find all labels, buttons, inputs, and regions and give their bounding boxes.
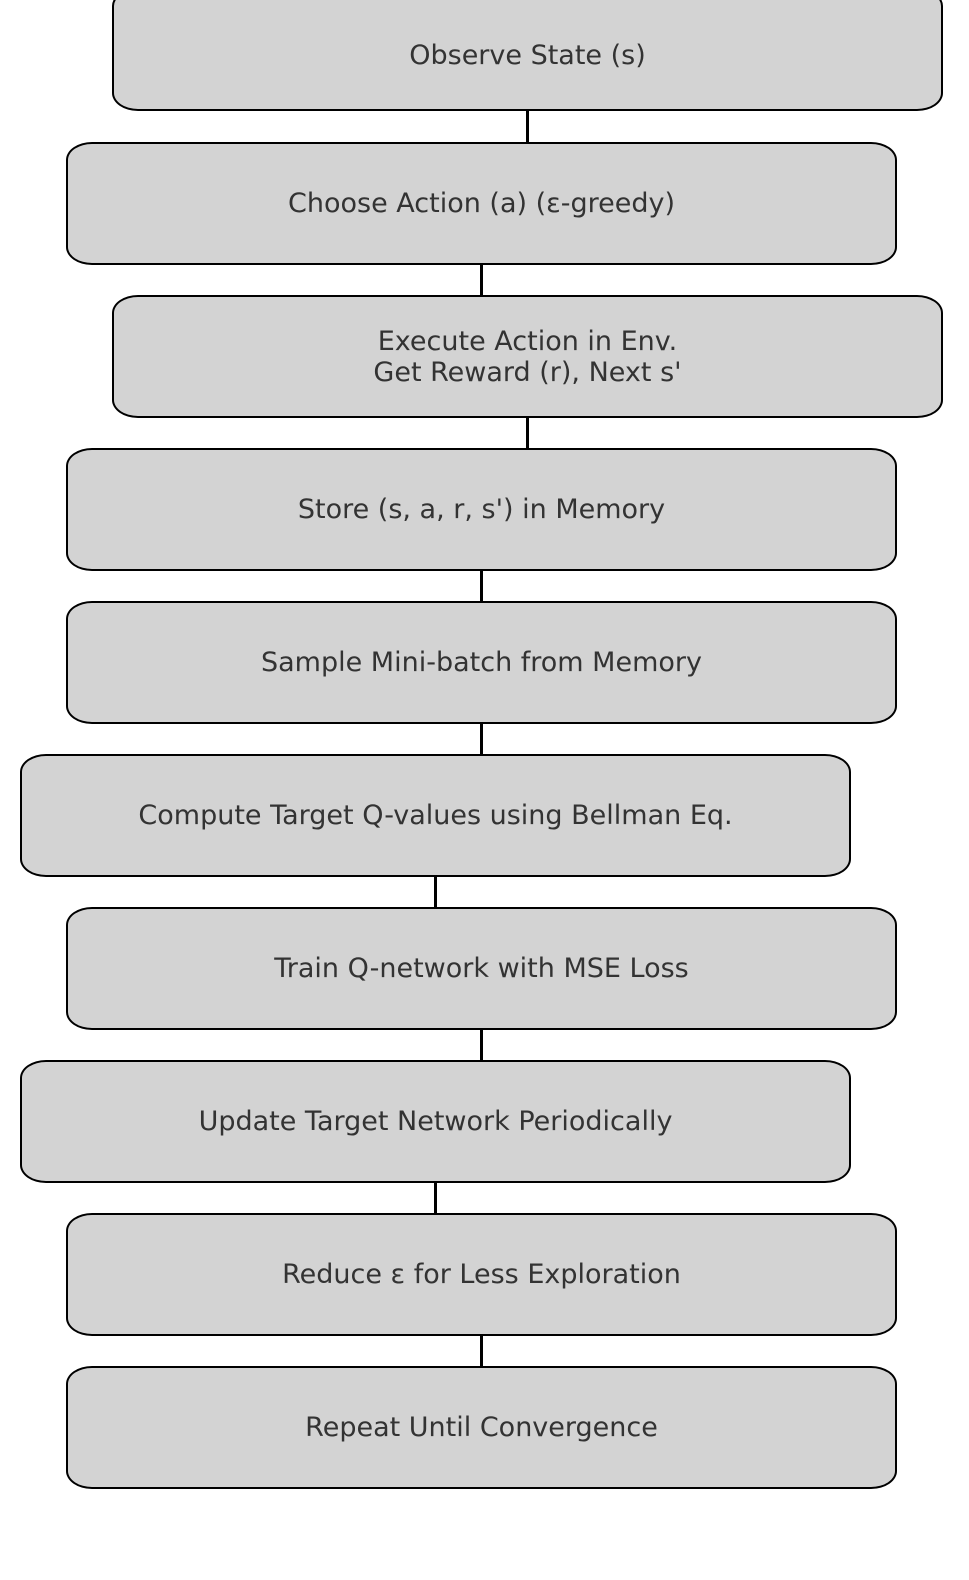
step-repeat-until-convergence: Repeat Until Convergence bbox=[66, 1366, 897, 1489]
step-label: Execute Action in Env. Get Reward (r), N… bbox=[373, 326, 681, 388]
step-label: Update Target Network Periodically bbox=[199, 1106, 673, 1137]
step-label: Observe State (s) bbox=[409, 40, 646, 71]
step-train-qnetwork: Train Q-network with MSE Loss bbox=[66, 907, 897, 1030]
step-execute-action: Execute Action in Env. Get Reward (r), N… bbox=[112, 295, 943, 418]
step-label-line: Get Reward (r), Next s' bbox=[373, 356, 682, 388]
step-store-memory: Store (s, a, r, s') in Memory bbox=[66, 448, 897, 571]
step-label-line: Update Target Network Periodically bbox=[198, 1106, 673, 1137]
connector-train-to-update bbox=[480, 1020, 483, 1062]
step-label: Store (s, a, r, s') in Memory bbox=[298, 494, 665, 525]
step-label-line: Choose Action (a) (ε-greedy) bbox=[288, 188, 675, 219]
step-observe-state: Observe State (s) bbox=[112, 0, 943, 111]
step-label: Reduce ε for Less Exploration bbox=[282, 1259, 681, 1290]
step-label: Repeat Until Convergence bbox=[305, 1412, 658, 1443]
connector-update-to-reduce bbox=[434, 1173, 437, 1215]
step-label-line: Train Q-network with MSE Loss bbox=[274, 953, 689, 984]
connector-compute-to-train bbox=[434, 867, 437, 909]
step-label-line: Repeat Until Convergence bbox=[305, 1412, 658, 1443]
connector-execute-to-store bbox=[526, 408, 529, 450]
step-label-line: Sample Mini-batch from Memory bbox=[260, 647, 702, 678]
step-reduce-epsilon: Reduce ε for Less Exploration bbox=[66, 1213, 897, 1336]
step-update-target-network: Update Target Network Periodically bbox=[20, 1060, 851, 1183]
step-compute-target: Compute Target Q-values using Bellman Eq… bbox=[20, 754, 851, 877]
step-label-line: Observe State (s) bbox=[409, 40, 646, 71]
step-label: Choose Action (a) (ε-greedy) bbox=[288, 188, 675, 219]
step-choose-action: Choose Action (a) (ε-greedy) bbox=[66, 142, 897, 265]
step-sample-minibatch: Sample Mini-batch from Memory bbox=[66, 601, 897, 724]
connector-observe-to-choose bbox=[526, 102, 529, 144]
step-label-line: Reduce ε for Less Exploration bbox=[282, 1259, 681, 1290]
connector-choose-to-execute bbox=[480, 255, 483, 297]
step-label-line: Store (s, a, r, s') in Memory bbox=[297, 494, 666, 525]
connector-store-to-sample bbox=[480, 561, 483, 603]
step-label: Sample Mini-batch from Memory bbox=[261, 647, 702, 678]
step-label-line: Compute Target Q-values using Bellman Eq… bbox=[138, 800, 733, 831]
connector-reduce-to-repeat bbox=[480, 1326, 483, 1368]
step-label: Train Q-network with MSE Loss bbox=[274, 953, 689, 984]
connector-sample-to-compute bbox=[480, 714, 483, 756]
step-label-line: Execute Action in Env. bbox=[377, 325, 678, 357]
step-label: Compute Target Q-values using Bellman Eq… bbox=[138, 800, 732, 831]
